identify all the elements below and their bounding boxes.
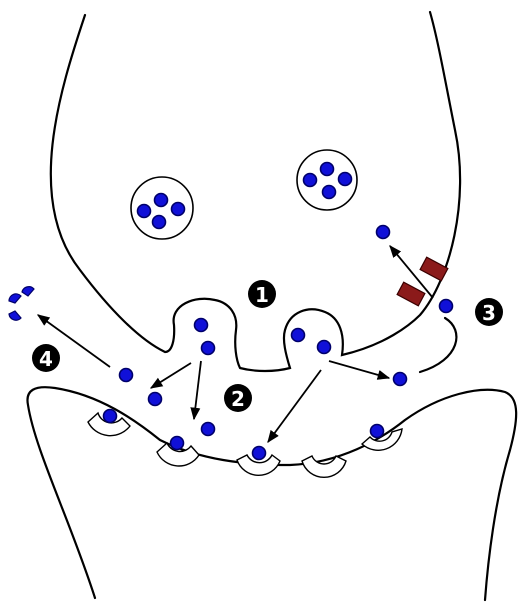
reuptake-membrane	[420, 318, 456, 372]
release-arrow	[268, 370, 321, 442]
neurotransmitter	[292, 329, 305, 342]
presynaptic-membrane	[51, 12, 460, 371]
step-marker-2: 2	[224, 384, 252, 412]
degraded-neurotransmitter	[9, 287, 34, 320]
neurotransmitter	[377, 226, 390, 239]
neurotransmitter	[440, 300, 453, 313]
neurotransmitter	[202, 423, 215, 436]
neurotransmitter	[149, 393, 162, 406]
neurotransmitter	[394, 373, 407, 386]
synaptic-vesicle	[131, 177, 193, 239]
neurotransmitter	[120, 369, 133, 382]
svg-text:2: 2	[231, 387, 245, 411]
step-marker-1: 1	[248, 280, 276, 308]
neurotransmitter	[318, 341, 331, 354]
neurotransmitter	[195, 319, 208, 332]
neurotransmitter	[202, 342, 215, 355]
release-arrow	[329, 361, 389, 378]
svg-text:3: 3	[482, 301, 496, 325]
release-arrow	[194, 361, 201, 419]
reuptake-transporter	[420, 257, 448, 281]
synaptic-vesicle	[297, 150, 357, 210]
step-marker-4: 4	[32, 344, 60, 372]
svg-text:1: 1	[255, 283, 269, 307]
receptor	[237, 447, 280, 476]
reuptake-transporter	[397, 282, 425, 306]
svg-text:4: 4	[39, 347, 53, 371]
release-arrow	[151, 363, 191, 388]
step-marker-3: 3	[475, 298, 503, 326]
